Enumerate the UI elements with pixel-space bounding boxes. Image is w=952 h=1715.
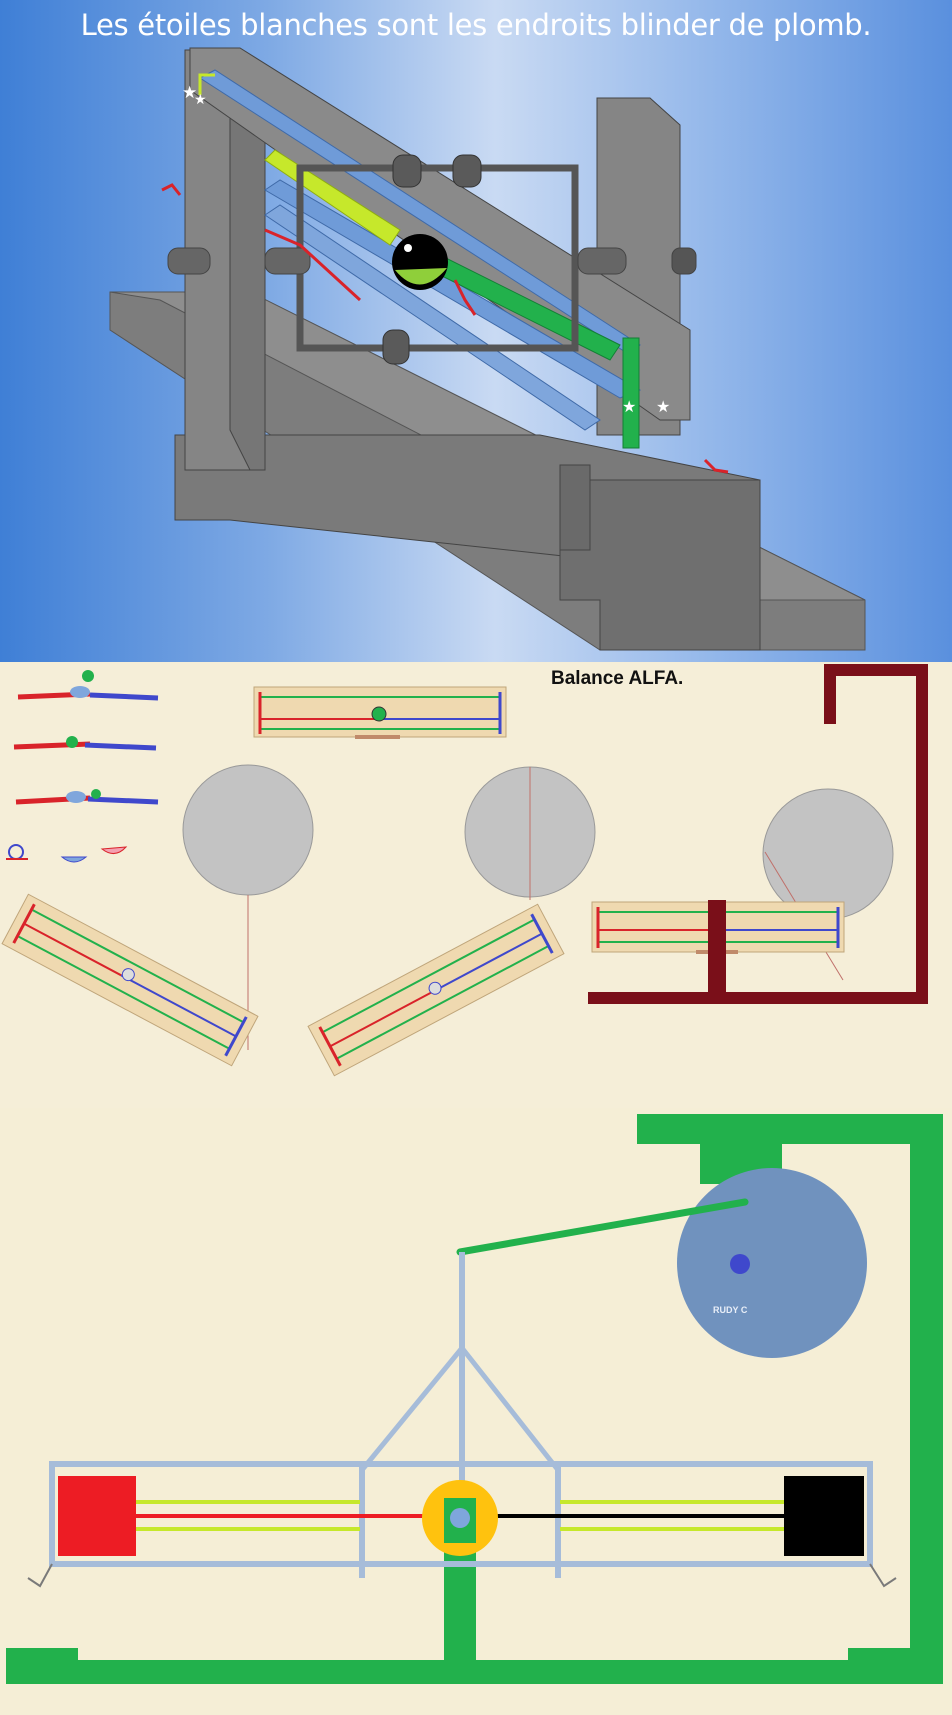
star-icon: ★ xyxy=(182,83,197,102)
green-upright xyxy=(622,337,640,449)
frame-bottom xyxy=(6,1660,943,1684)
disc-center-dot xyxy=(730,1254,750,1274)
top-caption: Les étoiles blanches sont les endroits b… xyxy=(80,8,872,42)
small-parts xyxy=(6,844,128,863)
cylinder-left xyxy=(167,247,211,275)
foot-left xyxy=(27,1563,53,1588)
knob-2 xyxy=(452,154,482,188)
cylinder-far-right xyxy=(671,247,697,275)
frame-bottom-right-step xyxy=(848,1648,910,1662)
yellow-bracket xyxy=(198,73,215,95)
lever-state-2 xyxy=(13,736,157,751)
schematic-view-panel: Balance ALFA. xyxy=(0,662,952,1108)
lever-state-1 xyxy=(17,670,159,701)
ball-highlight xyxy=(404,244,412,252)
knob-1 xyxy=(392,154,422,188)
red-wire-right xyxy=(453,279,477,316)
star-icon: ★ xyxy=(656,399,670,416)
red-wire-base xyxy=(703,458,729,474)
star-icon: ★ xyxy=(622,399,636,416)
pendulum-arm xyxy=(456,1198,749,1256)
front-view-drawing: RUDY C xyxy=(6,1114,943,1684)
foot-right xyxy=(869,1563,897,1588)
blue-rail-low xyxy=(264,204,601,431)
ball-green-cap xyxy=(395,268,447,285)
hanger-left xyxy=(360,1346,464,1472)
lever-state-3 xyxy=(15,789,159,805)
beam-frame xyxy=(49,1461,873,1567)
top-tray xyxy=(253,686,507,739)
front-view-panel: RUDY C xyxy=(0,1108,952,1715)
red-weight xyxy=(58,1476,136,1556)
pivot-center xyxy=(450,1508,470,1528)
frame-bottom-left-step xyxy=(6,1648,78,1662)
frame-top xyxy=(637,1114,943,1144)
disc-left xyxy=(182,764,314,896)
tilted-tray-right xyxy=(307,903,565,1077)
isometric-view-panel: Les étoiles blanches sont les endroits b… xyxy=(0,0,952,662)
disc-right xyxy=(762,788,894,920)
cylinder-mid xyxy=(264,247,311,275)
knob-3 xyxy=(382,329,410,365)
star-icon: ★ xyxy=(194,91,207,107)
block-notch xyxy=(559,464,591,551)
black-weight xyxy=(784,1476,864,1556)
blue-rail-mid xyxy=(264,179,642,399)
tilted-tray-left xyxy=(1,893,259,1067)
blue-disc xyxy=(677,1168,867,1358)
red-wire-center xyxy=(264,228,362,302)
schematic-title: Balance ALFA. xyxy=(551,668,684,689)
cylinder-right xyxy=(577,247,627,275)
frame-right xyxy=(910,1114,943,1684)
isometric-machine-drawing: ★ ★ ★ ★ xyxy=(109,47,866,651)
signature-text: RUDY C xyxy=(713,1305,748,1315)
right-tray xyxy=(591,900,845,954)
blue-rail-top xyxy=(199,69,641,356)
red-wire-left xyxy=(161,183,182,196)
lower-block-front xyxy=(559,479,761,651)
hanger-right xyxy=(460,1346,560,1472)
schematic-drawing xyxy=(1,664,928,1077)
